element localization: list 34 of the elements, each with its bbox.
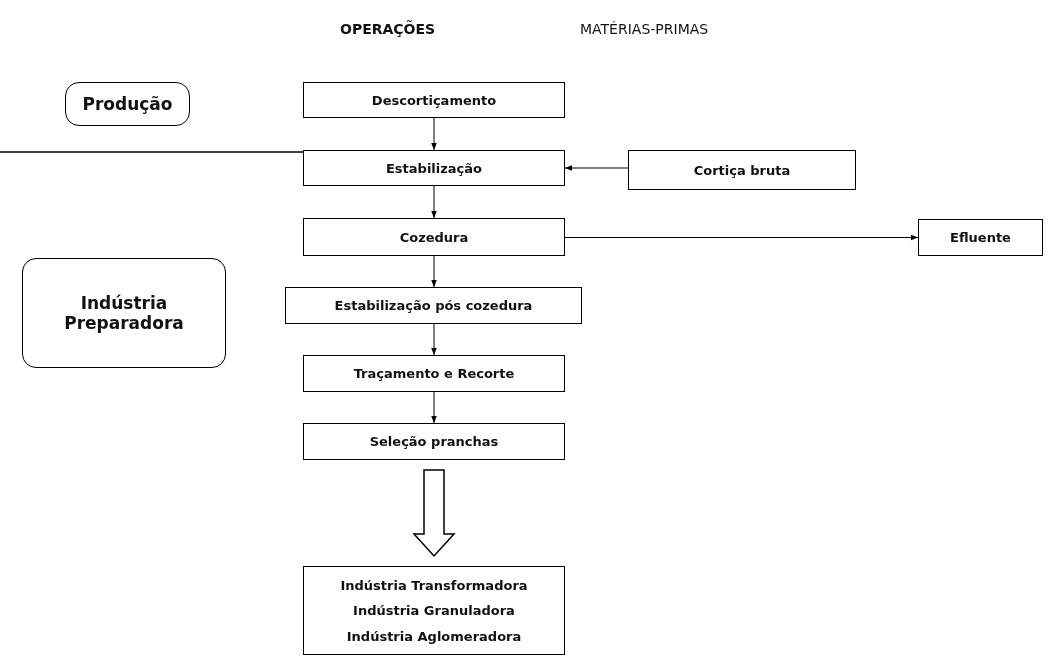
process-box <box>303 423 565 460</box>
node-text: Indústria Transformadora <box>340 577 528 593</box>
process-box <box>285 287 582 324</box>
arrow <box>431 117 437 151</box>
input-box <box>628 150 856 190</box>
node-text: Estabilização pós cozedura <box>334 298 533 313</box>
column-heading: MATÉRIAS-PRIMAS <box>580 21 709 37</box>
output-box <box>918 219 1043 256</box>
arrow <box>564 165 629 171</box>
node-text: Cozedura <box>399 229 469 245</box>
arrow <box>564 234 919 241</box>
process-box <box>303 218 565 256</box>
process-box <box>303 82 565 118</box>
node-text: Cortiça bruta <box>693 162 791 178</box>
rounded-box <box>65 82 190 126</box>
process-box <box>303 150 565 186</box>
process-box <box>303 355 565 392</box>
node-text: Indústria Granuladora <box>353 603 515 618</box>
node-text: Traçamento e Recorte <box>353 366 515 381</box>
node-text: Indústria Preparadora <box>63 293 185 333</box>
destination-box <box>303 566 565 655</box>
arrow <box>431 255 437 288</box>
node-text: Seleção pranchas <box>369 434 499 449</box>
block-arrow <box>412 469 456 558</box>
arrow <box>431 323 437 356</box>
column-heading: OPERAÇÕES <box>340 21 436 37</box>
node-text: Produção <box>82 94 173 114</box>
node-text: Indústria Aglomeradora <box>346 628 522 644</box>
node-text: Descortiçamento <box>371 92 497 108</box>
node-text: Estabilização <box>386 160 482 176</box>
arrow <box>431 185 437 219</box>
node-text: Efluente <box>950 230 1011 245</box>
rounded-box <box>22 258 226 368</box>
arrow <box>431 391 437 424</box>
